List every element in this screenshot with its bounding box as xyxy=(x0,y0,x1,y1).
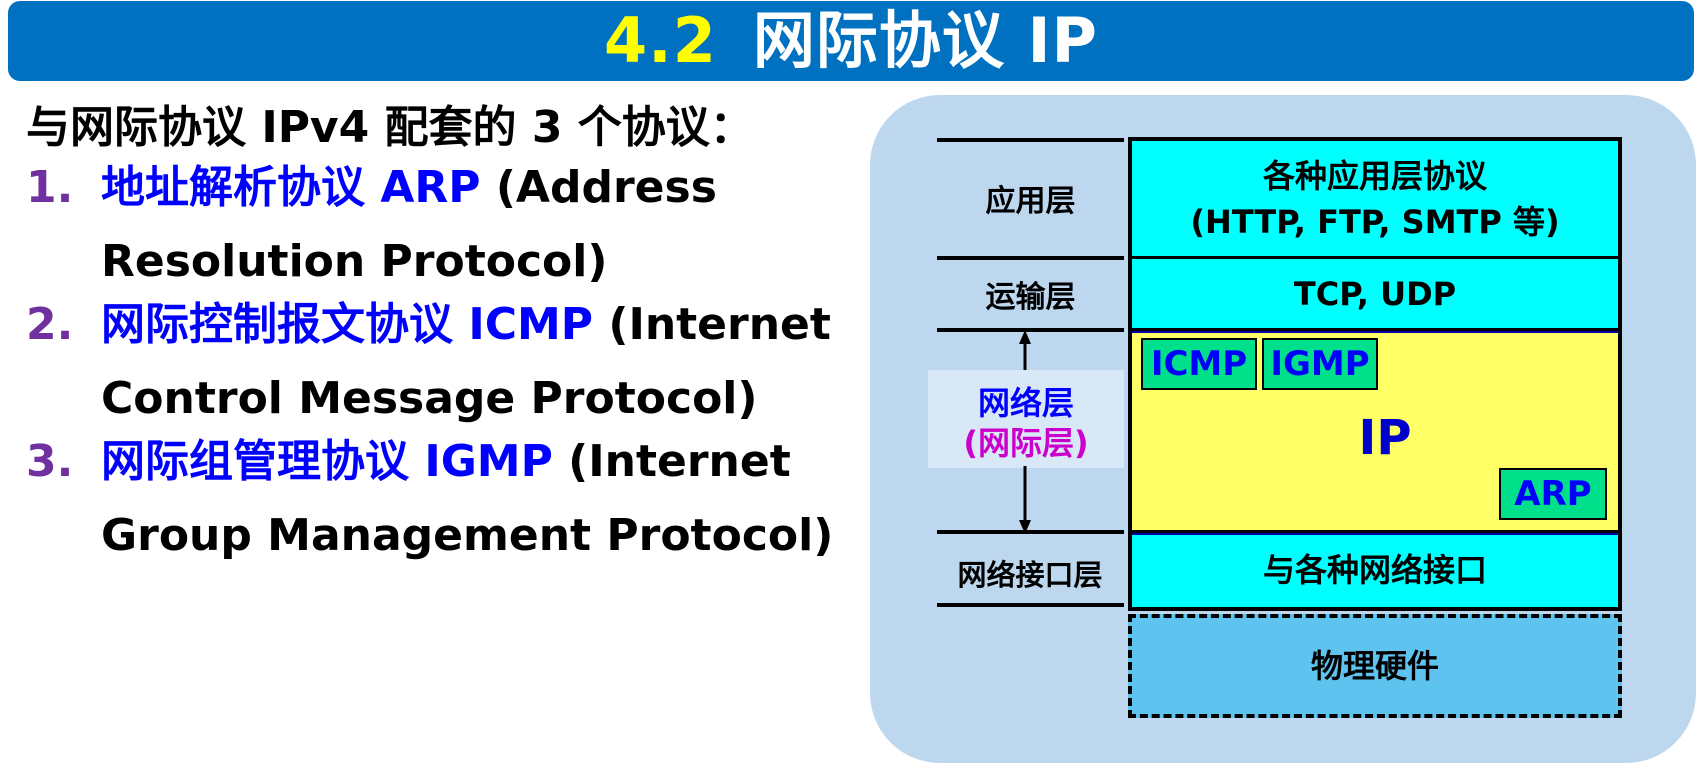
double-arrow-icon xyxy=(1019,330,1031,534)
application-protocols-box: 各种应用层协议 (HTTP, FTP, SMTP 等) xyxy=(1132,141,1618,259)
item-line1: 网际组管理协议 IGMP (Internet xyxy=(101,425,791,499)
item-rest: (Internet xyxy=(593,299,831,350)
protocol-stack-border xyxy=(1128,137,1622,611)
igmp-box: IGMP xyxy=(1262,338,1378,390)
physical-hardware-box: 物理硬件 xyxy=(1128,614,1622,718)
item-rest: (Internet xyxy=(552,436,791,487)
item-name: 网际组管理协议 IGMP xyxy=(101,436,553,487)
layer-label-transport: 运输层 xyxy=(985,280,1076,315)
item-name: 网际控制报文协议 ICMP xyxy=(101,299,594,350)
layer-label-interface: 网络接口层 xyxy=(957,558,1103,592)
layer-divider xyxy=(937,530,1124,534)
item-number: 2. xyxy=(26,299,74,350)
layer-divider xyxy=(937,328,1124,332)
intro-text: 与网际协议 IPv4 配套的 3 个协议： xyxy=(26,102,754,153)
title-text: 网际协议 IP xyxy=(752,4,1098,77)
item-number: 1. xyxy=(26,162,74,213)
item-rest: (Address xyxy=(480,162,717,213)
network-label-background xyxy=(928,370,1124,468)
item-line2: Resolution Protocol) xyxy=(101,236,608,287)
item-line2: Control Message Protocol) xyxy=(101,373,758,424)
icmp-box: ICMP xyxy=(1141,338,1257,390)
item-number: 3. xyxy=(26,436,74,487)
title-bar: 4.2 网际协议 IP xyxy=(8,1,1694,81)
layer-divider xyxy=(937,256,1124,260)
layer-divider xyxy=(937,603,1124,607)
item-line2: Group Management Protocol) xyxy=(101,510,834,561)
page-title: 4.2 网际协议 IP xyxy=(8,1,1694,81)
network-interface-box: 与各种网络接口 xyxy=(1132,533,1618,607)
item-name: 地址解析协议 ARP xyxy=(101,162,481,213)
app-protocols-line2: (HTTP, FTP, SMTP 等) xyxy=(1190,203,1560,241)
transport-protocols-box: TCP, UDP xyxy=(1132,259,1618,331)
layer-divider xyxy=(937,138,1124,142)
item-line1: 地址解析协议 ARP (Address xyxy=(101,151,717,225)
layer-label-application: 应用层 xyxy=(985,184,1076,219)
layer-label-network: 网络层 xyxy=(977,384,1074,422)
ip-label: IP xyxy=(1358,410,1412,466)
section-number: 4.2 xyxy=(604,4,717,77)
arp-box: ARP xyxy=(1499,468,1607,520)
item-line1: 网际控制报文协议 ICMP (Internet xyxy=(101,288,831,362)
layer-label-internet: (网际层) xyxy=(963,424,1089,462)
app-protocols-line1: 各种应用层协议 xyxy=(1262,157,1487,195)
